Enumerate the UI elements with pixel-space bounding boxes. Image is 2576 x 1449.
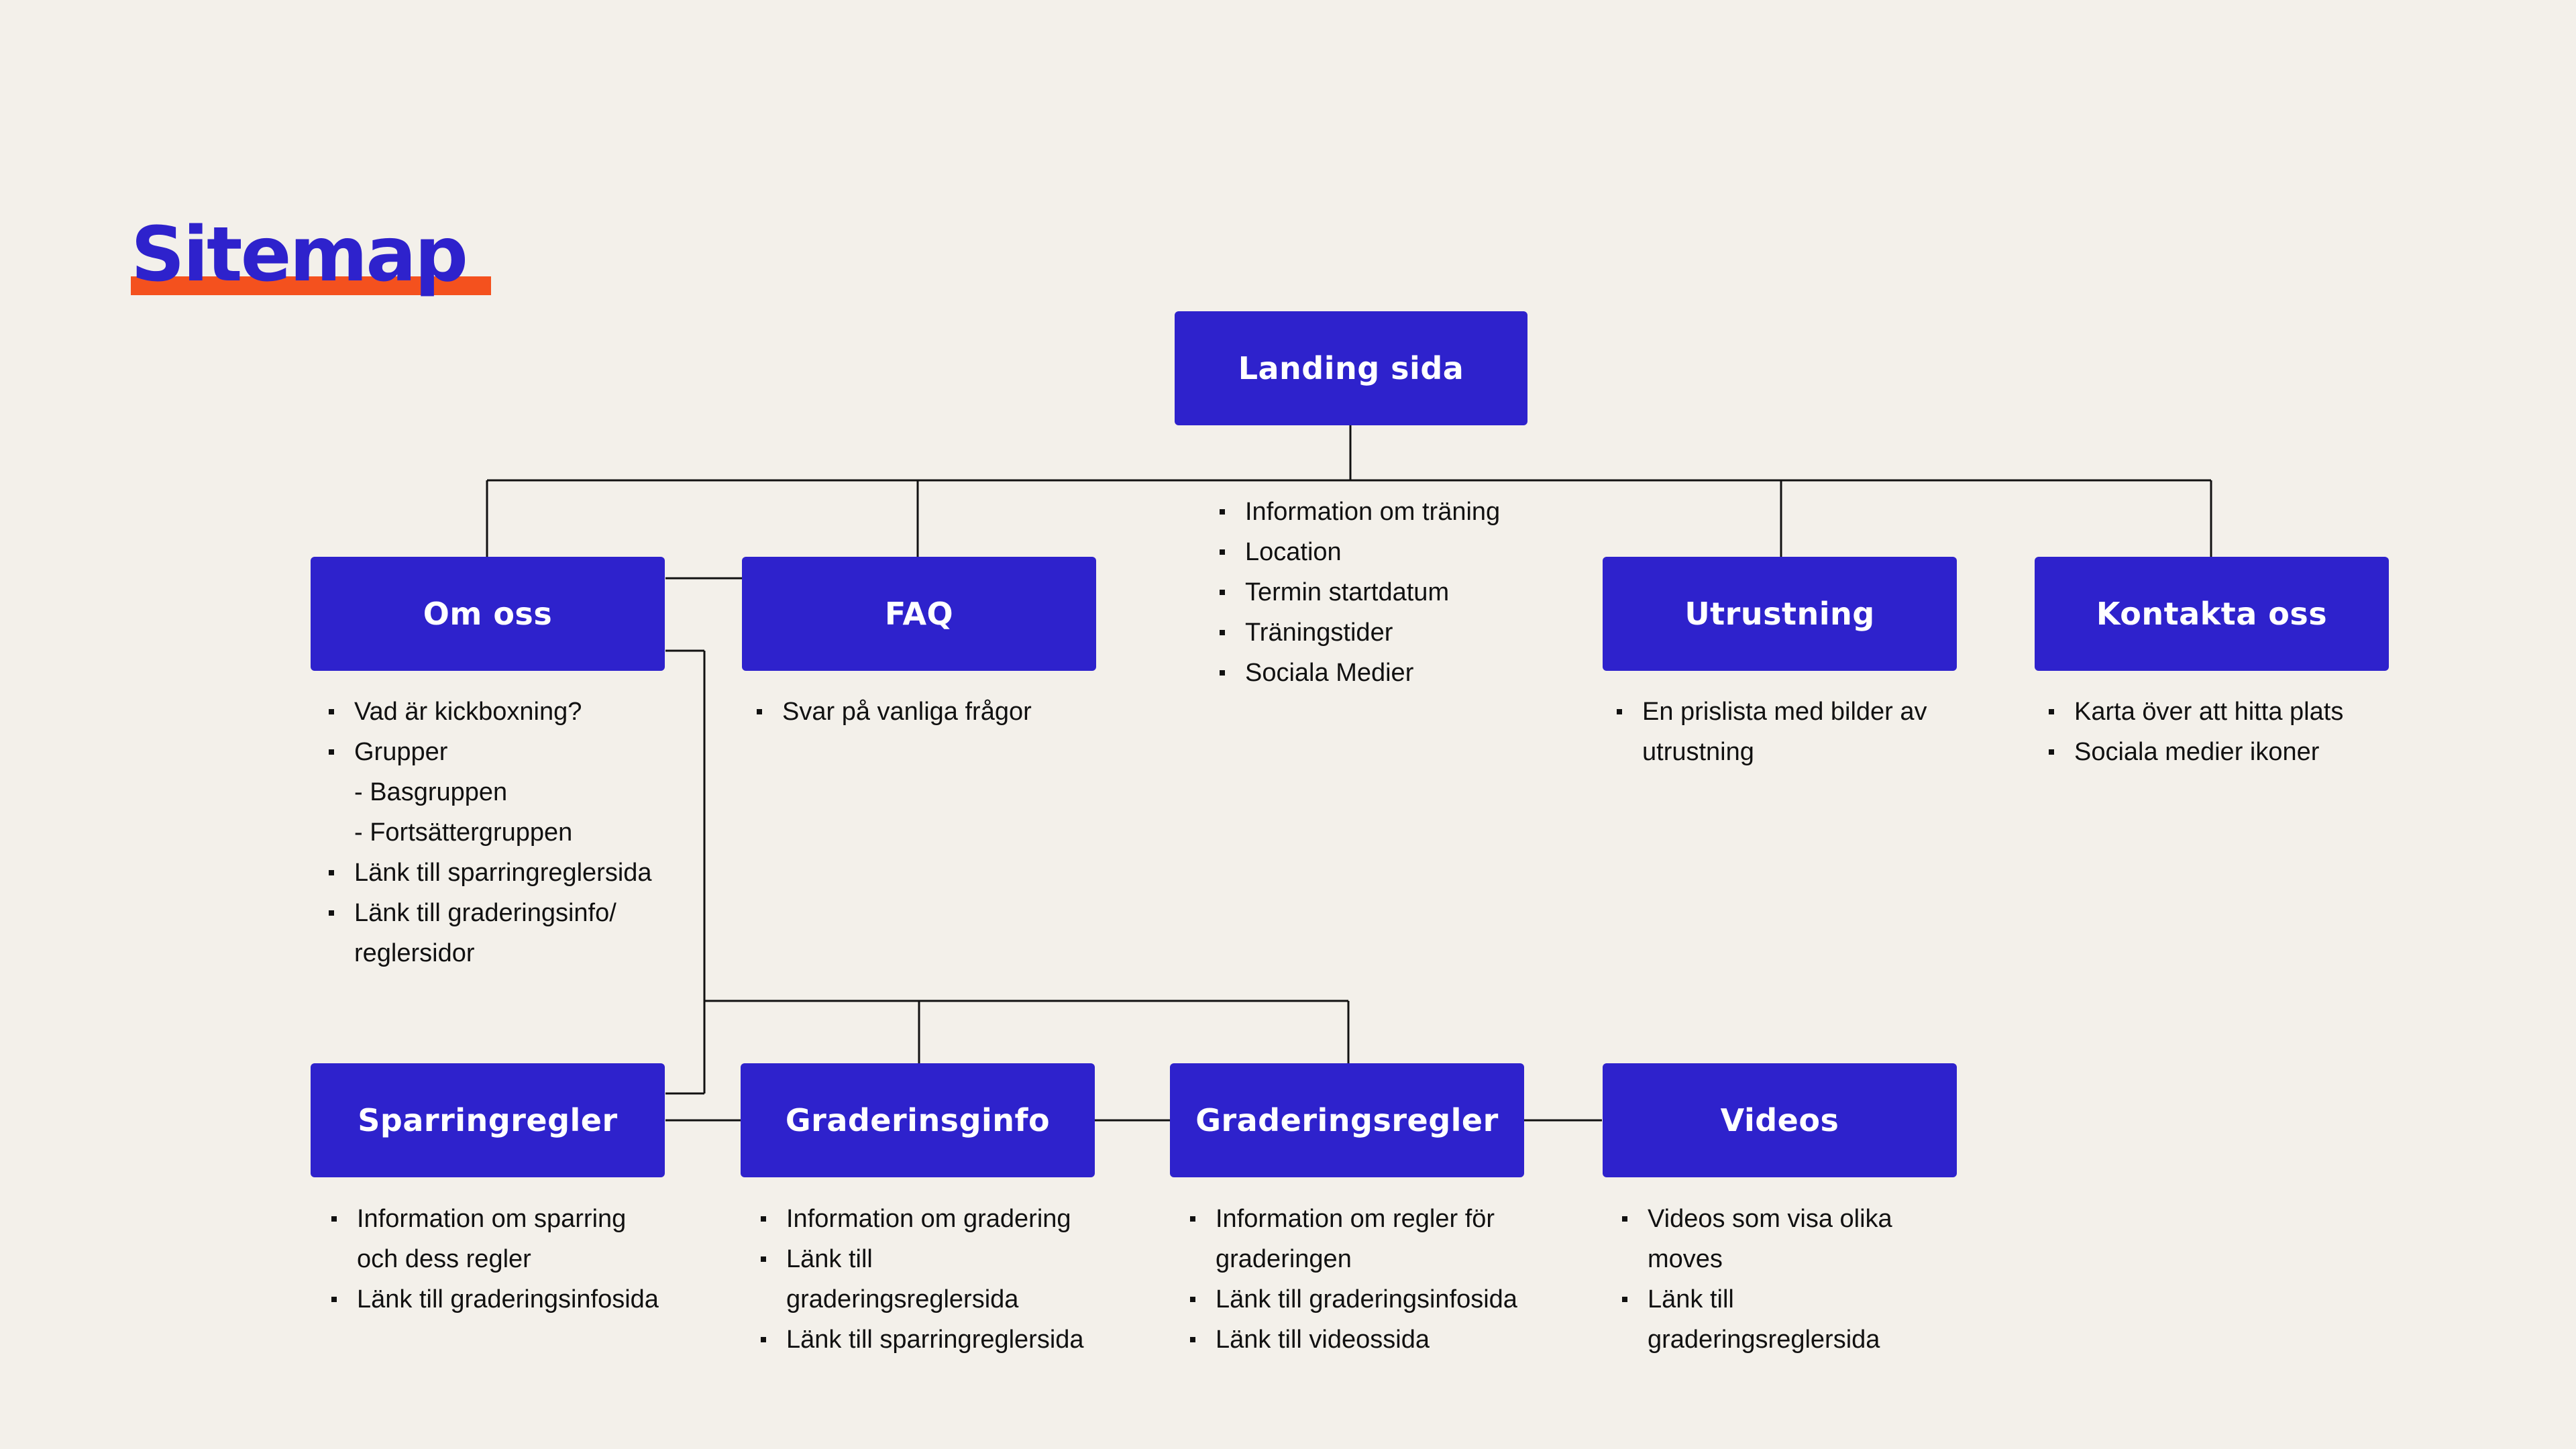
list-subitem: - Basgruppen — [354, 778, 508, 806]
list-item: Länk till sparringreglersida — [759, 1320, 1084, 1360]
list-item: Information om regler för — [1189, 1199, 1517, 1239]
sitemap-title-block: Sitemap — [131, 211, 491, 299]
kontakta-bullets: Karta över att hitta plats Sociala medie… — [2047, 692, 2343, 772]
list-item: Träningstider — [1218, 612, 1500, 653]
title-underline — [131, 276, 491, 295]
sparringregler-bullets: Information om sparring och dess regler … — [330, 1199, 659, 1320]
faq-bullets: Svar på vanliga frågor — [755, 692, 1032, 732]
list-item: Länk till graderingsinfo/ — [327, 893, 652, 933]
list-item: Information om träning — [1218, 492, 1500, 532]
list-item-continuation: reglersidor — [354, 939, 475, 967]
node-kontakta-oss[interactable]: Kontakta oss — [2035, 557, 2389, 671]
list-item: Länk till graderingsinfosida — [330, 1279, 659, 1320]
node-graderinsginfo[interactable]: Graderinsginfo — [741, 1063, 1095, 1177]
utrustning-bullets: En prislista med bilder av utrustning — [1615, 692, 1927, 772]
om-oss-bullets: Vad är kickboxning? Grupper - Basgruppen… — [327, 692, 652, 973]
list-item: Länk till videossida — [1189, 1320, 1517, 1360]
list-item-continuation: och dess regler — [357, 1245, 531, 1273]
node-utrustning[interactable]: Utrustning — [1603, 557, 1957, 671]
node-videos[interactable]: Videos — [1603, 1063, 1957, 1177]
graderingsregler-bullets: Information om regler för graderingen Lä… — [1189, 1199, 1517, 1360]
list-item-continuation: graderingsreglersida — [1648, 1326, 1880, 1354]
list-item-continuation: graderingen — [1216, 1245, 1352, 1273]
node-sparringregler[interactable]: Sparringregler — [311, 1063, 665, 1177]
node-om-oss[interactable]: Om oss — [311, 557, 665, 671]
list-item: Sociala Medier — [1218, 653, 1500, 693]
list-item-continuation: utrustning — [1642, 738, 1754, 766]
list-item: En prislista med bilder av — [1615, 692, 1927, 732]
list-item: Videos som visa olika — [1621, 1199, 1892, 1239]
list-item: Information om sparring — [330, 1199, 659, 1239]
page-title: Sitemap — [131, 211, 468, 299]
list-item-continuation: graderingsreglersida — [786, 1285, 1019, 1313]
list-item: Termin startdatum — [1218, 572, 1500, 612]
graderinsginfo-bullets: Information om gradering Länk till grade… — [759, 1199, 1084, 1360]
list-item: Location — [1218, 532, 1500, 572]
node-graderingsregler[interactable]: Graderingsregler — [1170, 1063, 1524, 1177]
videos-bullets: Videos som visa olika moves Länk till gr… — [1621, 1199, 1892, 1360]
list-item: Sociala medier ikoner — [2047, 732, 2343, 772]
list-subitem: - Fortsättergruppen — [354, 818, 573, 847]
node-landing-sida[interactable]: Landing sida — [1175, 311, 1527, 425]
list-item: Länk till graderingsinfosida — [1189, 1279, 1517, 1320]
node-faq[interactable]: FAQ — [742, 557, 1096, 671]
list-item: Grupper — [327, 732, 652, 772]
list-item: Information om gradering — [759, 1199, 1084, 1239]
list-item: Vad är kickboxning? — [327, 692, 652, 732]
list-item: Länk till sparringreglersida — [327, 853, 652, 893]
list-item: Karta över att hitta plats — [2047, 692, 2343, 732]
list-item: Länk till — [759, 1239, 1084, 1279]
list-item: Svar på vanliga frågor — [755, 692, 1032, 732]
list-item: Länk till — [1621, 1279, 1892, 1320]
landing-bullets: Information om träning Location Termin s… — [1218, 492, 1500, 693]
list-item-continuation: moves — [1648, 1245, 1723, 1273]
